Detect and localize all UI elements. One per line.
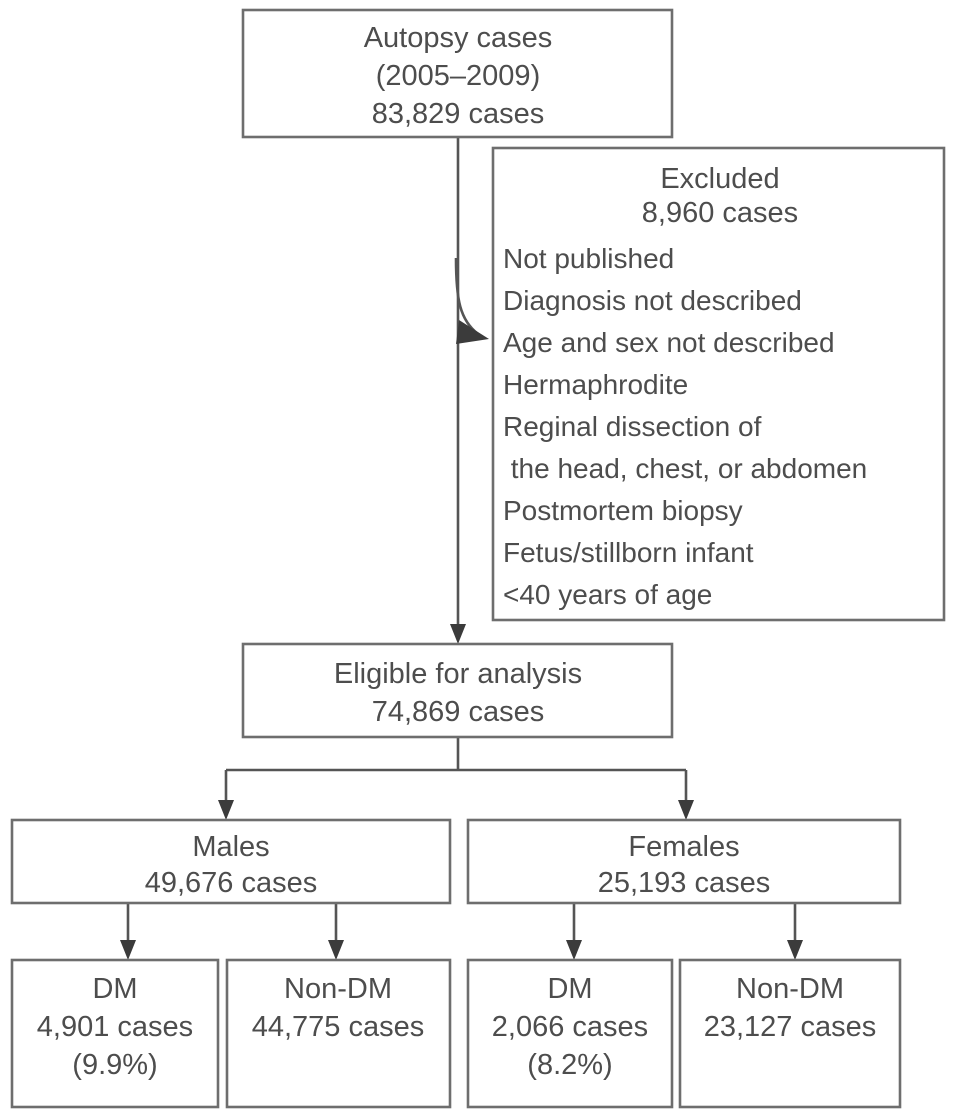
arrowhead-males-nondm — [328, 940, 344, 960]
node-males-dm: DM 4,901 cases (9.9%) — [10, 958, 220, 1109]
node-males: Males 49,676 cases — [10, 818, 452, 905]
arrowhead-males-dm — [120, 940, 136, 960]
females-count: 25,193 cases — [598, 867, 771, 899]
excluded-reason-4: Hermaphrodite — [503, 369, 688, 400]
males-nondm-label: Non-DM — [284, 973, 392, 1005]
females-label: Females — [628, 831, 739, 863]
node-females-dm: DM 2,066 cases (8.2%) — [466, 958, 674, 1109]
males-count: 49,676 cases — [145, 867, 318, 899]
females-nondm-label: Non-DM — [736, 973, 844, 1005]
females-dm-percent: (8.2%) — [527, 1049, 612, 1081]
excluded-reason-8: <40 years of age — [503, 579, 712, 610]
source-line1: Autopsy cases — [364, 22, 553, 54]
males-nondm-box — [225, 958, 452, 1109]
excluded-reason-3: Age and sex not described — [503, 327, 835, 358]
excluded-reason-5-cont: the head, chest, or abdomen — [503, 453, 867, 484]
arrowhead-females-nondm — [787, 940, 803, 960]
eligible-box — [241, 642, 674, 739]
arrowhead-to-excluded — [456, 320, 489, 344]
node-females-nondm: Non-DM 23,127 cases — [678, 958, 902, 1109]
node-excluded: Excluded 8,960 cases Not published Diagn… — [491, 146, 946, 622]
arrowhead-females-dm — [566, 940, 582, 960]
arrowhead-to-males — [218, 800, 234, 820]
excluded-reason-1: Not published — [503, 243, 674, 274]
node-eligible: Eligible for analysis 74,869 cases — [241, 642, 674, 739]
excluded-heading: Excluded — [660, 163, 779, 195]
arrowhead-to-females — [678, 800, 694, 820]
females-nondm-count: 23,127 cases — [704, 1011, 877, 1043]
eligible-line2: 74,869 cases — [372, 696, 545, 728]
females-dm-label: DM — [547, 973, 592, 1005]
females-nondm-box — [678, 958, 902, 1109]
males-dm-percent: (9.9%) — [72, 1049, 157, 1081]
eligible-line1: Eligible for analysis — [334, 658, 582, 690]
excluded-count: 8,960 cases — [642, 197, 798, 229]
excluded-reason-5: Reginal dissection of — [503, 411, 762, 442]
excluded-box — [491, 146, 946, 622]
excluded-reason-6: Postmortem biopsy — [503, 495, 743, 526]
males-box — [10, 818, 452, 905]
males-dm-box — [10, 958, 220, 1109]
females-box — [466, 818, 902, 905]
source-line3: 83,829 cases — [372, 98, 545, 130]
source-line2: (2005–2009) — [376, 60, 540, 92]
females-dm-box — [466, 958, 674, 1109]
arrowhead-to-eligible — [450, 624, 466, 644]
excluded-reason-7: Fetus/stillborn infant — [503, 537, 754, 568]
males-dm-count: 4,901 cases — [37, 1011, 193, 1043]
node-females: Females 25,193 cases — [466, 818, 902, 905]
node-source: Autopsy cases (2005–2009) 83,829 cases — [241, 8, 674, 139]
node-males-nondm: Non-DM 44,775 cases — [225, 958, 452, 1109]
source-box — [241, 8, 674, 139]
males-label: Males — [192, 831, 269, 863]
males-nondm-count: 44,775 cases — [252, 1011, 425, 1043]
excluded-reason-2: Diagnosis not described — [503, 285, 802, 316]
females-dm-count: 2,066 cases — [492, 1011, 648, 1043]
males-dm-label: DM — [92, 973, 137, 1005]
